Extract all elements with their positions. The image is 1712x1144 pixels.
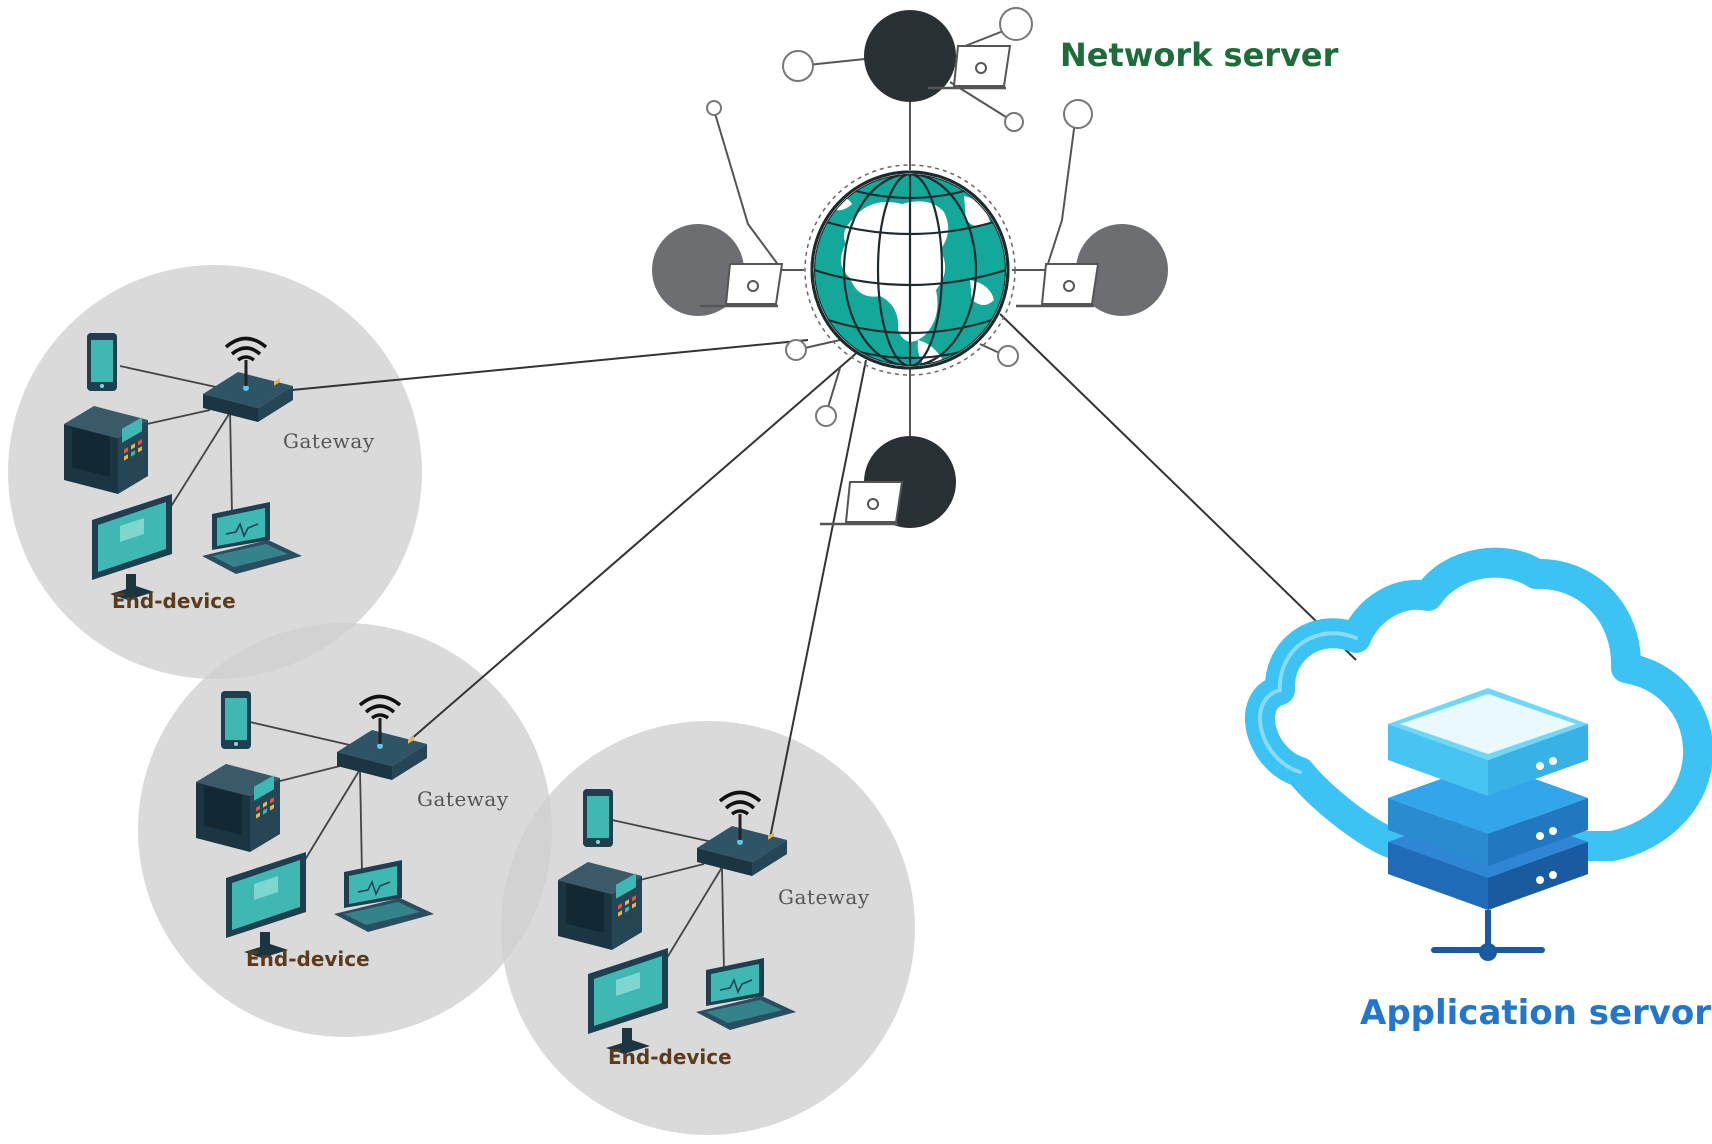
end-device-label: End-device <box>608 1045 732 1069</box>
application-server-label: Application servor <box>1360 993 1711 1033</box>
gateway-label: Gateway <box>778 885 870 909</box>
phone-icon <box>583 789 613 847</box>
machine-icon <box>64 406 148 494</box>
application-server: Application servor <box>1245 547 1712 1033</box>
machine-icon <box>196 764 280 852</box>
network-server-hub <box>652 7 1168 528</box>
phone-icon <box>87 333 117 391</box>
cluster-3: Gateway End-device <box>558 789 870 1069</box>
end-device-label: End-device <box>246 947 370 971</box>
laptop-icon <box>818 480 904 526</box>
globe-icon <box>804 164 1016 376</box>
gateway-label: Gateway <box>417 787 509 811</box>
gateway-label: Gateway <box>283 429 375 453</box>
cluster-1: Gateway End-device <box>64 333 375 613</box>
cluster-2: Gateway End-device <box>196 691 509 971</box>
backbone-links <box>291 313 1357 839</box>
end-device-label: End-device <box>112 589 236 613</box>
node-top <box>864 10 956 102</box>
node-left <box>652 224 744 316</box>
network-server-label: Network server <box>1060 36 1339 74</box>
server-stack-icon <box>1388 688 1588 961</box>
cloud-icon <box>1245 547 1712 861</box>
machine-icon <box>558 862 642 950</box>
node-right <box>1076 224 1168 316</box>
phone-icon <box>221 691 251 749</box>
